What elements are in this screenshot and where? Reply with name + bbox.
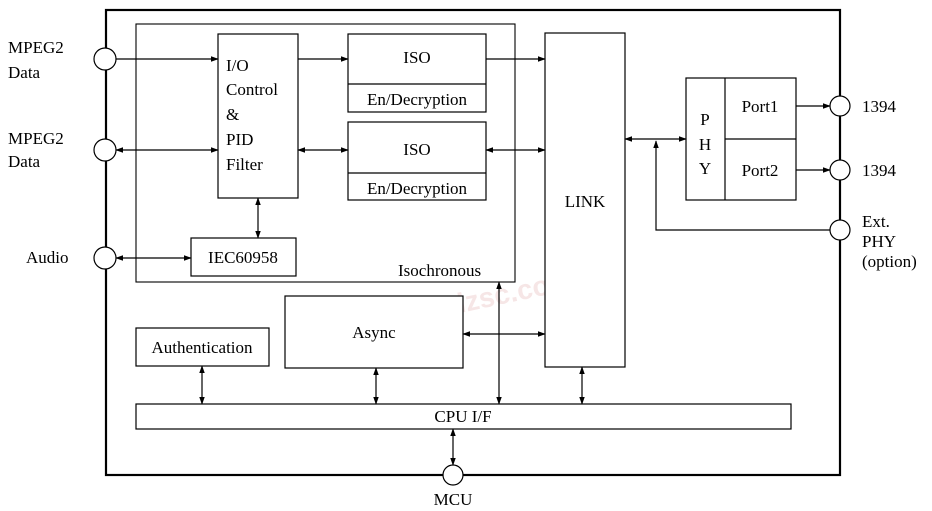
io-control-line-5: Filter: [226, 155, 263, 174]
cpu-if-label: CPU I/F: [434, 407, 491, 426]
iec60958-block: [190, 237, 297, 277]
ext-phy-line-3: (option): [862, 252, 917, 271]
iso-block-2-sub: En/Decryption: [367, 179, 468, 198]
out-1394-a-label: 1394: [862, 97, 897, 116]
isochronous-region: [135, 23, 516, 283]
io-control-line-4: PID: [226, 130, 253, 149]
async-label: Async: [352, 323, 396, 342]
iso-block-2: [347, 121, 487, 201]
ext-phy-line: [653, 140, 830, 231]
ext-phy-line-1: Ext.: [862, 212, 890, 231]
io-control-line-3: &: [226, 105, 239, 124]
phy-letter-p: P: [700, 110, 709, 129]
mpeg2-input-port-1: [93, 47, 117, 71]
chip-boundary: [104, 8, 842, 477]
link-label: LINK: [565, 192, 606, 211]
port2-label: Port2: [742, 161, 779, 180]
out-1394-b-label: 1394: [862, 161, 897, 180]
mpeg2-in-2-line-1: MPEG2: [8, 129, 64, 148]
iso-block-1-title: ISO: [403, 48, 430, 67]
authentication-block: [135, 327, 270, 367]
isochronous-label: Isochronous: [398, 261, 481, 280]
mcu-label: MCU: [434, 490, 473, 509]
phy-letter-h: H: [699, 135, 711, 154]
ext-phy-line-2: PHY: [862, 232, 896, 251]
mpeg2-in-1-line-2: Data: [8, 63, 41, 82]
io-control-line-2: Control: [226, 80, 278, 99]
ext-phy-port: [829, 219, 851, 241]
iso-block-1: [347, 33, 487, 113]
phy-letter-y: Y: [699, 159, 711, 178]
cpu-if-bus: [135, 403, 792, 430]
iso-block-1-sub: En/Decryption: [367, 90, 468, 109]
port-1394-b: [829, 159, 851, 181]
audio-label: Audio: [26, 248, 69, 267]
link-block: [544, 32, 626, 368]
mpeg2-in-2-line-2: Data: [8, 152, 41, 171]
port1-label: Port1: [742, 97, 779, 116]
authentication-label: Authentication: [151, 338, 253, 357]
io-control-pid-filter-block: [217, 33, 299, 199]
mpeg2-input-port-2: [93, 138, 117, 162]
iec60958-label: IEC60958: [208, 248, 278, 267]
iso-block-2-title: ISO: [403, 140, 430, 159]
audio-port: [93, 246, 117, 270]
mcu-port: [442, 464, 464, 486]
port-1394-a: [829, 95, 851, 117]
async-block: [284, 295, 464, 369]
io-control-line-1: I/O: [226, 56, 249, 75]
mpeg2-in-1-line-1: MPEG2: [8, 38, 64, 57]
